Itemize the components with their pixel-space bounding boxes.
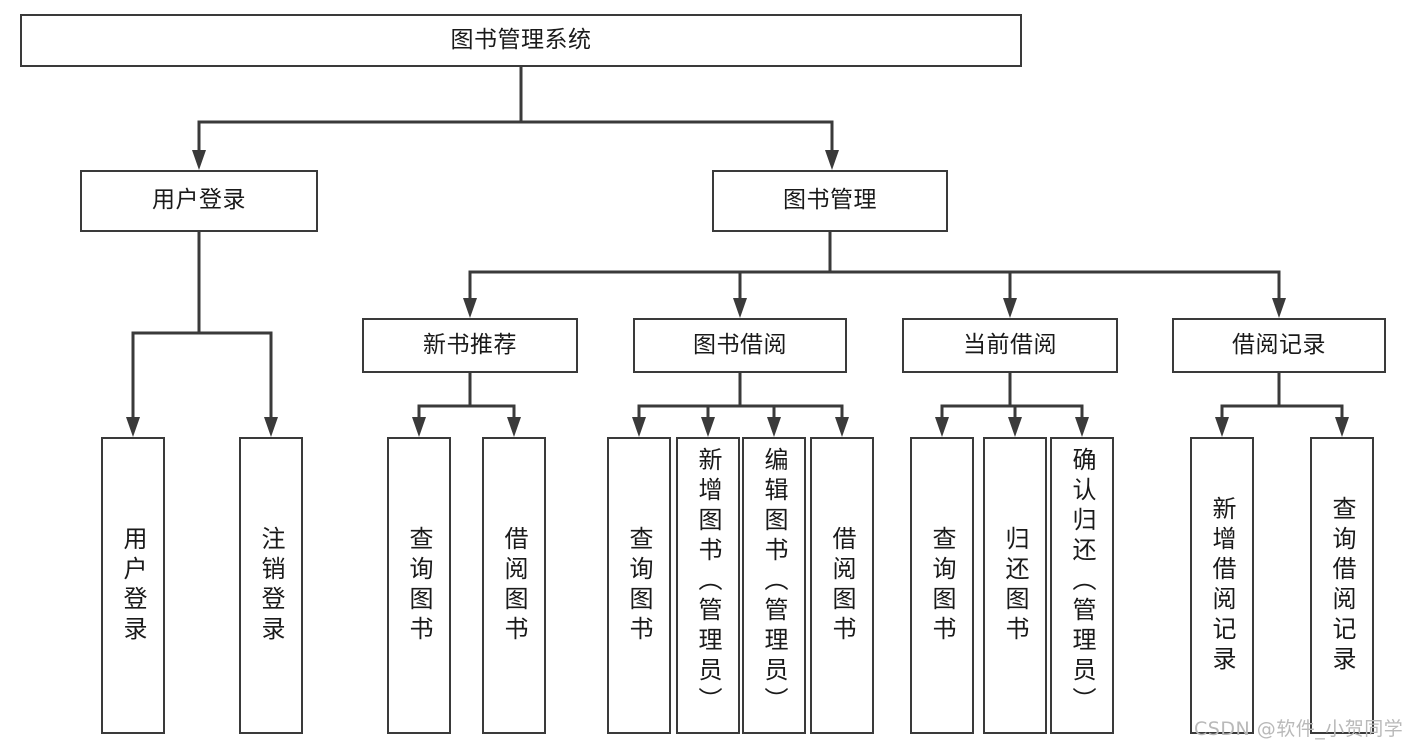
branch-node-borrow-record[interactable]: 借阅记录	[1172, 318, 1386, 373]
arrowhead	[192, 150, 206, 170]
branch-node-new-book-rec[interactable]: 新书推荐	[362, 318, 578, 373]
node-label: 图书管理	[783, 187, 877, 214]
leaf-node-leaf-edit-book-admin[interactable]: 编辑图书（管理员）	[742, 437, 806, 734]
arrowhead	[1215, 417, 1229, 437]
arrowhead	[1003, 298, 1017, 318]
leaf-node-leaf-borrow-book-1[interactable]: 借阅图书	[482, 437, 546, 734]
leaf-node-leaf-borrow-book-2[interactable]: 借阅图书	[810, 437, 874, 734]
node-label: 当前借阅	[963, 331, 1057, 358]
root-node-root[interactable]: 图书管理系统	[20, 14, 1022, 67]
arrowhead	[126, 417, 140, 437]
node-label: 查询图书	[928, 525, 956, 646]
node-label: 图书管理系统	[450, 26, 592, 53]
arrowhead	[1335, 417, 1349, 437]
node-label: 归还图书	[1001, 525, 1029, 646]
branch-node-user-login[interactable]: 用户登录	[80, 170, 318, 232]
arrowhead	[1272, 298, 1286, 318]
leaf-node-leaf-query-book-3[interactable]: 查询图书	[910, 437, 974, 734]
csdn-watermark: CSDN @软件_小贺同学	[1194, 718, 1404, 740]
leaf-node-leaf-query-book-1[interactable]: 查询图书	[387, 437, 451, 734]
node-label: 借阅图书	[828, 525, 856, 646]
leaf-node-leaf-user-login[interactable]: 用户登录	[101, 437, 165, 734]
node-label: 图书借阅	[693, 331, 787, 358]
node-label: 查询图书	[405, 525, 433, 646]
leaf-node-leaf-return-book[interactable]: 归还图书	[983, 437, 1047, 734]
leaf-node-leaf-add-book-admin[interactable]: 新增图书（管理员）	[676, 437, 740, 734]
leaf-node-leaf-add-borrow-record[interactable]: 新增借阅记录	[1190, 437, 1254, 734]
arrowhead	[767, 417, 781, 437]
node-label: 用户登录	[152, 187, 246, 214]
branch-node-current-borrow[interactable]: 当前借阅	[902, 318, 1118, 373]
leaf-node-leaf-confirm-return-admin[interactable]: 确认归还（管理员）	[1050, 437, 1114, 734]
leaf-node-leaf-logout[interactable]: 注销登录	[239, 437, 303, 734]
arrowhead	[825, 150, 839, 170]
node-label: 用户登录	[119, 525, 147, 646]
arrowhead	[463, 298, 477, 318]
arrowhead	[835, 417, 849, 437]
arrowhead	[733, 298, 747, 318]
node-label: 注销登录	[257, 525, 285, 646]
arrowhead	[507, 417, 521, 437]
arrowhead	[632, 417, 646, 437]
node-label: 查询图书	[625, 525, 653, 646]
arrowhead	[935, 417, 949, 437]
arrowhead	[701, 417, 715, 437]
node-label: 新增图书（管理员）	[694, 447, 722, 717]
arrowhead	[264, 417, 278, 437]
branch-node-book-manage[interactable]: 图书管理	[712, 170, 948, 232]
node-label: 借阅图书	[500, 525, 528, 646]
node-label: 确认归还（管理员）	[1068, 447, 1096, 717]
arrowhead	[1008, 417, 1022, 437]
node-label: 查询借阅记录	[1328, 495, 1356, 676]
leaf-node-leaf-query-book-2[interactable]: 查询图书	[607, 437, 671, 734]
arrowhead	[412, 417, 426, 437]
leaf-node-leaf-query-borrow-record[interactable]: 查询借阅记录	[1310, 437, 1374, 734]
branch-node-book-borrow[interactable]: 图书借阅	[633, 318, 847, 373]
node-label: 新书推荐	[423, 331, 517, 358]
node-label: 编辑图书（管理员）	[760, 447, 788, 717]
arrowhead	[1075, 417, 1089, 437]
node-label: 新增借阅记录	[1208, 495, 1236, 676]
node-label: 借阅记录	[1232, 331, 1326, 358]
